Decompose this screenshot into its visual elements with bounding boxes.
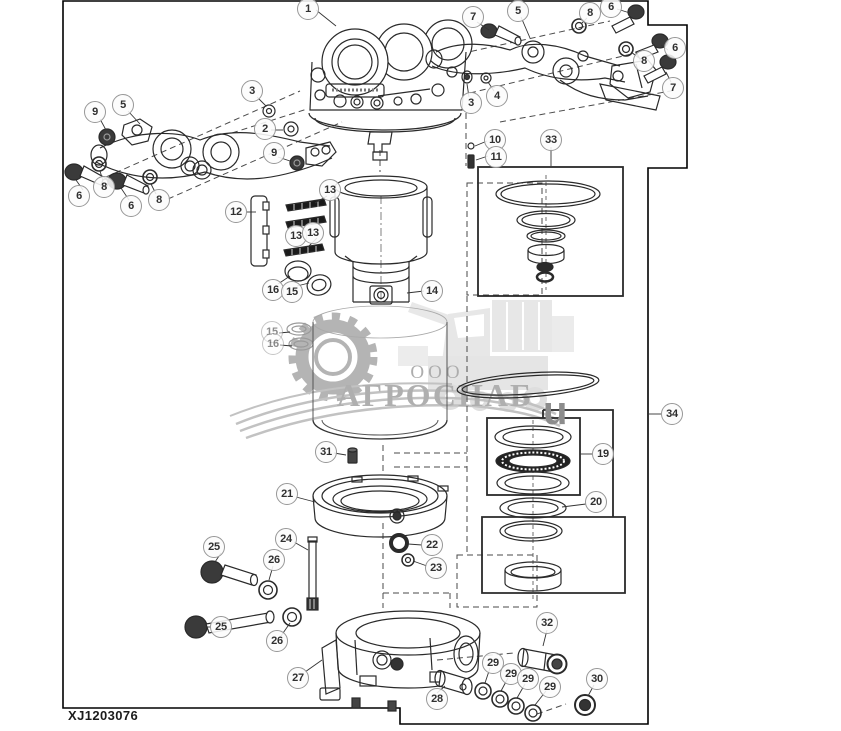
callout-32: 32 <box>536 612 558 634</box>
callout-16: 16 <box>262 333 284 355</box>
fasteners-parts22-23-24 <box>306 533 415 611</box>
callout-20: 20 <box>585 491 607 513</box>
assembly-dashed-lines <box>105 20 677 715</box>
callout-6: 6 <box>68 185 90 207</box>
callout-3: 3 <box>460 92 482 114</box>
callout-8: 8 <box>579 2 601 24</box>
callout-2: 2 <box>254 118 276 140</box>
callout-26: 26 <box>263 549 285 571</box>
callout-9: 9 <box>84 101 106 123</box>
callout-11: 11 <box>485 146 507 168</box>
left-coupler-arm-part5 <box>90 118 337 180</box>
callout-34: 34 <box>661 403 683 425</box>
callout-7: 7 <box>462 6 484 28</box>
bracket-part12-studs-part13 <box>250 195 327 267</box>
pin-part32 <box>517 647 568 675</box>
callout-33: 33 <box>540 129 562 151</box>
callout-8: 8 <box>148 189 170 211</box>
callout-27: 27 <box>287 667 309 689</box>
callout-13: 13 <box>302 222 324 244</box>
right-fasteners <box>461 4 677 84</box>
lower-housing-part27 <box>319 610 481 712</box>
watermark-gear-icon <box>288 312 378 402</box>
cartridge-part14 <box>329 175 433 305</box>
plug-part31 <box>347 447 358 464</box>
callout-23: 23 <box>425 557 447 579</box>
callout-22: 22 <box>421 534 443 556</box>
callout-25: 25 <box>203 536 225 558</box>
callout-14: 14 <box>421 280 443 302</box>
main-cylinder-body <box>312 305 448 440</box>
callout-29: 29 <box>517 668 539 690</box>
callout-13: 13 <box>319 179 341 201</box>
callout-8: 8 <box>93 176 115 198</box>
watermark-overlay-char: u <box>543 389 567 433</box>
callout-13: 13 <box>285 225 307 247</box>
callout-24: 24 <box>275 528 297 550</box>
right-coupler-arm-part5 <box>425 40 661 111</box>
callout-21: 21 <box>276 483 298 505</box>
callout-30: 30 <box>586 668 608 690</box>
seal-kit-box-part34 <box>481 409 626 594</box>
cap-part16-ring-part15 <box>284 260 332 296</box>
callout-9: 9 <box>263 142 285 164</box>
pin-part28-washers-part29-plug-part30 <box>434 669 596 722</box>
housing-ring-part21 <box>312 474 449 538</box>
callout-19: 19 <box>592 443 614 465</box>
callout-10: 10 <box>484 129 506 151</box>
callout-26: 26 <box>266 630 288 652</box>
callout-1: 1 <box>297 0 319 20</box>
callout-8: 8 <box>633 50 655 72</box>
callout-6: 6 <box>120 195 142 217</box>
callout-25: 25 <box>210 616 232 638</box>
ball-and-pin-parts10-11 <box>467 142 475 169</box>
callout-7: 7 <box>662 77 684 99</box>
border-frame <box>62 0 688 725</box>
large-o-ring <box>456 371 600 399</box>
callout-29: 29 <box>539 676 561 698</box>
callout-15: 15 <box>281 281 303 303</box>
callout-12: 12 <box>225 201 247 223</box>
seal-kit-box-part33 <box>477 166 624 297</box>
callout-5: 5 <box>112 94 134 116</box>
valve-body-part1 <box>308 19 473 161</box>
callout-6: 6 <box>664 37 686 59</box>
drawing-number: XJ1203076 <box>68 708 139 723</box>
left-fasteners <box>64 104 305 195</box>
callout-3: 3 <box>241 80 263 102</box>
callout-6: 6 <box>600 0 622 18</box>
watermark-wheat <box>229 382 561 440</box>
callout-31: 31 <box>315 441 337 463</box>
bolts-part25-washers-part26 <box>184 560 302 639</box>
callout-29: 29 <box>482 652 504 674</box>
callout-28: 28 <box>426 688 448 710</box>
callout-5: 5 <box>507 0 529 22</box>
callout-4: 4 <box>486 85 508 107</box>
